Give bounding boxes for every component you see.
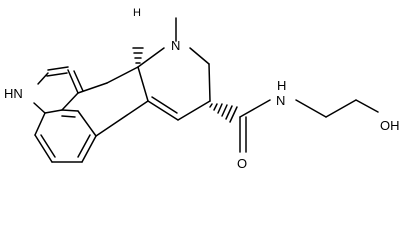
bond <box>33 102 46 114</box>
hash <box>221 104 228 117</box>
atom-n-methyl: N <box>171 38 180 53</box>
bond <box>46 72 68 77</box>
hash <box>225 105 233 120</box>
bond <box>177 100 211 121</box>
amide-chain <box>239 99 379 153</box>
stereo-hash-amide <box>209 103 238 123</box>
bond <box>47 66 69 71</box>
hash <box>209 103 213 108</box>
stereo-hash-h <box>132 47 144 64</box>
bond <box>325 99 357 118</box>
atom-carbonyl-o: O <box>237 156 247 171</box>
bond <box>61 115 76 118</box>
molecule-svg: HN N H H N OH O <box>4 7 400 171</box>
bond <box>239 99 271 118</box>
atom-hn: HN <box>4 86 23 101</box>
bond <box>44 109 63 114</box>
atom-amide-n: N <box>276 93 285 108</box>
bond <box>81 135 97 163</box>
ring-d <box>137 17 211 121</box>
hash <box>217 103 223 114</box>
bond <box>37 72 49 85</box>
bond <box>34 112 46 136</box>
bond <box>151 96 178 114</box>
bond <box>137 66 149 102</box>
pyrrole-ring <box>33 66 84 114</box>
bond <box>77 110 97 137</box>
bond <box>73 70 84 92</box>
bond <box>40 134 56 158</box>
bond <box>208 63 211 102</box>
bond <box>95 100 149 137</box>
structure-diagram: HN N H H N OH O <box>4 7 400 171</box>
bond <box>61 92 79 111</box>
bond <box>77 134 91 158</box>
benzene-ring <box>34 109 97 163</box>
atom-stereo-h: H <box>133 7 141 19</box>
atom-amide-h: H <box>277 78 286 93</box>
bond <box>295 99 327 118</box>
hash <box>229 106 238 123</box>
bond <box>137 47 165 68</box>
bond <box>77 82 108 94</box>
bond <box>147 100 179 121</box>
bond <box>67 69 79 94</box>
bond <box>61 109 79 112</box>
bond <box>355 99 379 113</box>
ring-c <box>77 66 149 137</box>
atom-hydroxyl: OH <box>380 118 400 133</box>
bond <box>34 134 53 163</box>
hash <box>213 103 218 111</box>
bond <box>106 66 139 84</box>
bond <box>189 47 210 65</box>
